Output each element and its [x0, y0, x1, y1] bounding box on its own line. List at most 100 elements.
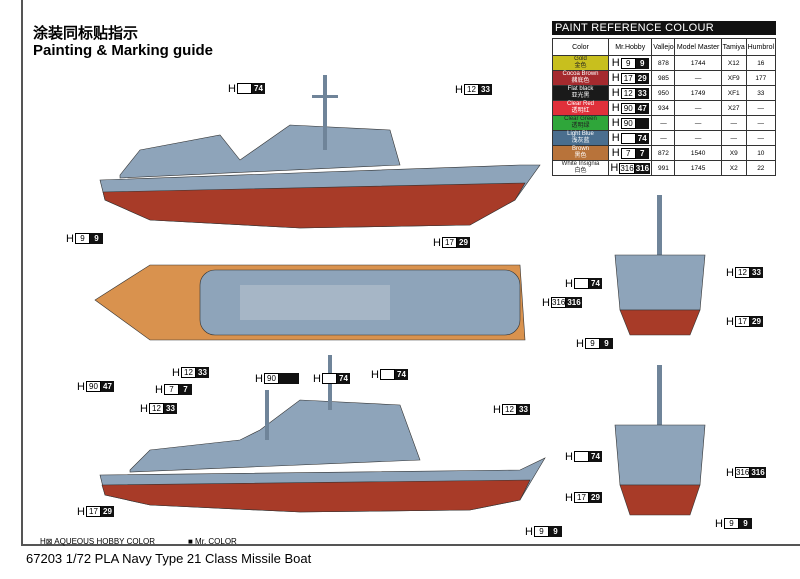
- aqueous-code: 17: [441, 237, 457, 248]
- mr-color-code: 74: [588, 451, 602, 462]
- col-color: Color: [552, 38, 609, 56]
- aqueous-code: [573, 278, 589, 289]
- aqueous-code: 9: [533, 526, 549, 537]
- mr-color-code: 316: [566, 297, 582, 308]
- aqueous-code: 9: [74, 233, 90, 244]
- aqueous-code: 90: [263, 373, 279, 384]
- aqueous-code: 12: [148, 403, 164, 414]
- vallejo-code: 872: [651, 145, 676, 161]
- h-prefix: H: [565, 450, 573, 463]
- tamiya-code: XF1: [720, 85, 747, 101]
- aqueous-code: 12: [463, 84, 479, 95]
- mr-color-code: 29: [100, 506, 114, 517]
- h-prefix: H: [455, 83, 463, 96]
- aqueous-code: 17: [85, 506, 101, 517]
- aqueous-code: [321, 373, 337, 384]
- h-prefix: H: [140, 402, 148, 415]
- h-prefix: H: [255, 372, 263, 385]
- aqueous-code: 9: [723, 518, 739, 529]
- tamiya-code: X27: [720, 100, 747, 116]
- side-view-upper: [99, 75, 541, 229]
- h-prefix: H: [155, 383, 163, 396]
- aqueous-code: [620, 132, 636, 144]
- h-prefix: H: [525, 525, 533, 538]
- legend-mr-color: ■ Mr. COLOR: [188, 537, 237, 546]
- footer-title: 67203 1/72 PLA Navy Type 21 Class Missil…: [26, 551, 312, 566]
- mr-color-code: 47: [635, 102, 649, 114]
- mr-color-code: 7: [635, 147, 649, 159]
- aqueous-code: 7: [620, 147, 636, 159]
- humbrol-code: —: [745, 115, 777, 131]
- tamiya-code: XF9: [720, 70, 747, 86]
- aqueous-code: 12: [180, 367, 196, 378]
- rear-view: [614, 365, 706, 516]
- mr-color-code: 33: [635, 87, 649, 99]
- col-mrhobby: Mr.Hobby: [607, 38, 653, 56]
- mr-color-code: 33: [478, 84, 492, 95]
- mr-color-code: 29: [635, 72, 649, 84]
- aqueous-code: 9: [620, 57, 636, 69]
- aqueous-code: 12: [734, 267, 750, 278]
- humbrol-code: 10: [745, 145, 777, 161]
- aqueous-code: 9: [584, 338, 600, 349]
- mr-color-code: 33: [195, 367, 209, 378]
- h-prefix: H: [66, 232, 74, 245]
- h-prefix: H: [611, 87, 620, 99]
- modelmaster-code: —: [674, 100, 722, 116]
- col-modelmaster: Model Master: [674, 38, 722, 56]
- mr-color-code: 29: [749, 316, 763, 327]
- mr-color-code: 33: [749, 267, 763, 278]
- title-english: Painting & Marking guide: [33, 42, 214, 59]
- humbrol-code: —: [745, 100, 777, 116]
- tamiya-code: —: [720, 130, 747, 146]
- vallejo-code: 934: [651, 100, 676, 116]
- mr-color-code: 29: [456, 237, 470, 248]
- aqueous-code: 316: [734, 467, 751, 478]
- mr-color-code: 9: [599, 338, 613, 349]
- mr-color-code: 74: [394, 369, 408, 380]
- aqueous-code: 12: [620, 87, 636, 99]
- legend-aqueous: H⊠ AQUEOUS HOBBY COLOR: [40, 537, 156, 546]
- modelmaster-code: —: [674, 115, 722, 131]
- aqueous-code: 90: [620, 102, 636, 114]
- top-view: [94, 264, 526, 341]
- modelmaster-code: 1749: [674, 85, 722, 101]
- h-prefix: H: [715, 517, 723, 530]
- humbrol-code: 33: [745, 85, 777, 101]
- h-prefix: H: [611, 72, 620, 84]
- h-prefix: H: [565, 277, 573, 290]
- mr-color-code: 74: [635, 132, 649, 144]
